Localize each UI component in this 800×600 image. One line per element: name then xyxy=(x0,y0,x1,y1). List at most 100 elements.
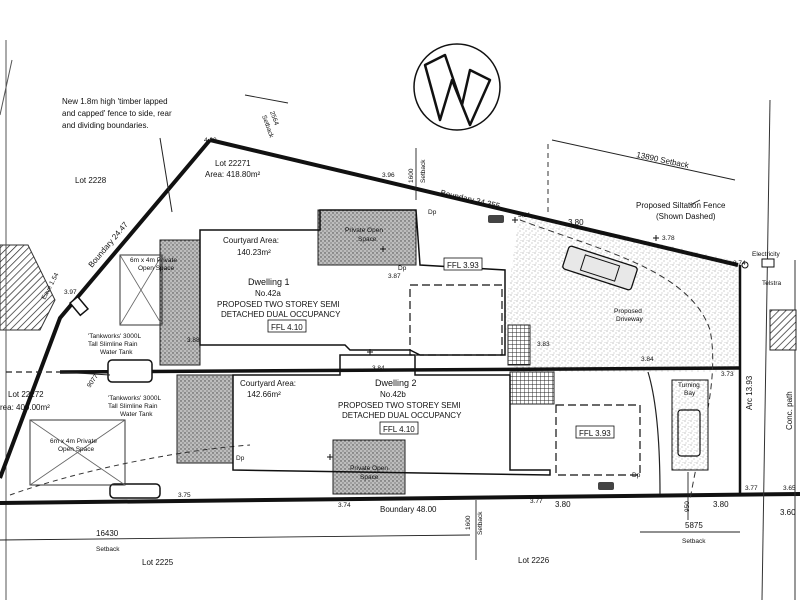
car-bottom xyxy=(677,409,701,457)
dwelling1-courtyard-line-2: 140.23m² xyxy=(237,248,271,257)
setback-2564-value: 2564 xyxy=(268,110,280,126)
lot-22272-label: Lot 22272 xyxy=(8,390,44,399)
open-space-box-bottom xyxy=(29,419,126,486)
level-374: 3.74 xyxy=(733,260,746,267)
level-365: 3.65 xyxy=(783,485,796,492)
rain-tank-top xyxy=(107,359,153,383)
car-top xyxy=(562,245,638,291)
boundary-dividing xyxy=(59,366,741,374)
dwelling2-desc-2: DETACHED DUAL OCCUPANCY xyxy=(342,411,462,420)
private-open-space-top xyxy=(317,209,417,266)
tank-top-line-2: Tall Slimline Rain xyxy=(88,341,138,348)
level-377b: 3.77 xyxy=(745,485,758,492)
street-line-1 xyxy=(761,99,771,600)
setback-950: 950 xyxy=(684,501,691,512)
dwelling1-outline xyxy=(199,209,506,356)
fence-note-line-3: and dividing boundaries. xyxy=(62,121,149,130)
neighbour-roof xyxy=(0,244,56,331)
rain-tank-bottom xyxy=(109,483,161,499)
dwelling1-title: Dwelling 1 xyxy=(248,277,290,287)
boundary-bottom xyxy=(0,492,800,505)
tank-top-line-1: 'Tankworks' 3000L xyxy=(88,333,141,340)
dwelling2-title: Dwelling 2 xyxy=(375,378,417,388)
north-arrow-icon xyxy=(413,43,501,131)
level-378: 3.78 xyxy=(662,235,675,242)
level-396: 3.96 xyxy=(382,172,395,179)
dwelling1-ffl-drive: FFL 3.93 xyxy=(447,261,479,270)
dwelling2-ffl-drive: FFL 3.93 xyxy=(579,429,611,438)
dwelling2-ffl-box xyxy=(379,421,419,435)
open-space-x-bottom-b xyxy=(29,419,126,486)
level-373: 3.73 xyxy=(721,371,734,378)
dwelling1-desc-1: PROPOSED TWO STOREY SEMI xyxy=(217,300,340,309)
dwelling1-courtyard-line-1: Courtyard Area: xyxy=(223,236,279,245)
kiosk-box xyxy=(769,309,797,351)
dim-16430 xyxy=(0,534,471,541)
electricity-pit-icon xyxy=(741,261,749,269)
turning-bay-1: Turning xyxy=(678,382,700,389)
bin-icon-bottom xyxy=(598,482,614,490)
boundary-bottom-label: Boundary 48.00 xyxy=(380,505,437,514)
level-374b: 3.74 xyxy=(338,502,351,509)
boundary-arc-label: Arc 13.93 xyxy=(745,375,754,410)
boundary-top xyxy=(209,138,739,267)
dwelling2-desc-1: PROPOSED TWO STOREY SEMI xyxy=(338,401,461,410)
level-380a: 3.80 xyxy=(568,218,584,227)
lot-2226-label: Lot 2226 xyxy=(518,556,550,565)
tank-bottom-line-2: Tall Slimline Rain xyxy=(108,403,158,410)
level-380c: 3.80 xyxy=(713,500,729,509)
dwelling2-ffl-drive-box xyxy=(575,425,615,439)
left-edge-line-2 xyxy=(0,59,13,116)
setback-16430-value: 16430 xyxy=(96,529,119,538)
open-space-left-bottom-2: Open Space xyxy=(58,446,95,453)
level-markers xyxy=(327,217,659,460)
bin-icon-top xyxy=(488,215,504,223)
lot-22272-area: rea: 400.00m² xyxy=(0,403,50,412)
level-397: 3.97 xyxy=(64,289,77,296)
dwelling1-ffl-drive-box xyxy=(443,257,483,271)
siltation-fence-label-2: (Shown Dashed) xyxy=(656,212,716,221)
dwelling1-ffl-box xyxy=(267,319,307,333)
telstra-pit-icon xyxy=(761,258,775,268)
setback-1600-top-value: 1600 xyxy=(408,168,415,183)
private-open-space-bottom xyxy=(332,439,406,495)
dim-2564 xyxy=(244,94,289,104)
tank-bottom-line-3: Water Tank xyxy=(120,411,153,418)
dwelling2-courtyard-line-1: Courtyard Area: xyxy=(240,379,296,388)
fence-note-line-2: and capped' fence to side, rear xyxy=(62,109,172,118)
lot-22271-label: Lot 22271 xyxy=(215,159,251,168)
conc-path-label: Conc. path xyxy=(785,391,794,430)
dwelling1-desc-2: DETACHED DUAL OCCUPANCY xyxy=(221,310,341,319)
dp-bottom: Dp xyxy=(236,455,245,462)
dwelling2-courtyard-line-2: 142.66m² xyxy=(247,390,281,399)
dwelling1-number: No.42a xyxy=(255,289,281,298)
level-381: 3.81 xyxy=(518,212,531,219)
dwelling1-ffl: FFL 4.10 xyxy=(271,323,303,332)
level-383: 3.83 xyxy=(537,341,550,348)
setback-5875-value: 5875 xyxy=(685,521,703,530)
dp-top: Dp xyxy=(428,209,437,216)
level-400: 4.00 xyxy=(204,137,217,144)
setback-1600-bottom-label: Setback xyxy=(477,511,484,535)
open-space-left-bottom-1: 6m x 4m Private xyxy=(50,438,97,445)
open-space-x-top-b xyxy=(119,254,163,326)
lot-2225-label: Lot 2225 xyxy=(142,558,174,567)
telstra-label: Telstra xyxy=(762,280,782,287)
level-380b: 3.80 xyxy=(555,500,571,509)
proposed-driveway-1: Proposed xyxy=(614,308,642,315)
open-space-left-top-1: 6m x 4m Private xyxy=(130,257,177,264)
setback-16430-label: Setback xyxy=(96,546,120,553)
level-387: 3.87 xyxy=(388,273,401,280)
level-384b: 3.84 xyxy=(372,365,385,372)
garden-strip-left-top xyxy=(159,239,201,366)
level-384a: 3.84 xyxy=(641,356,654,363)
setback-9077: 9077 xyxy=(86,373,100,389)
turning-bay-2: Bay xyxy=(684,390,696,397)
siltation-fence-label-1: Proposed Siltation Fence xyxy=(636,201,726,210)
open-space-left-top-2: Open Space xyxy=(138,265,175,272)
siltation-leader xyxy=(689,199,701,206)
fence-note: New 1.8m high 'timber lapped and capped'… xyxy=(62,97,172,130)
dp-right: Dp xyxy=(632,472,641,479)
setback-1600-top-label: Setback xyxy=(420,159,427,183)
